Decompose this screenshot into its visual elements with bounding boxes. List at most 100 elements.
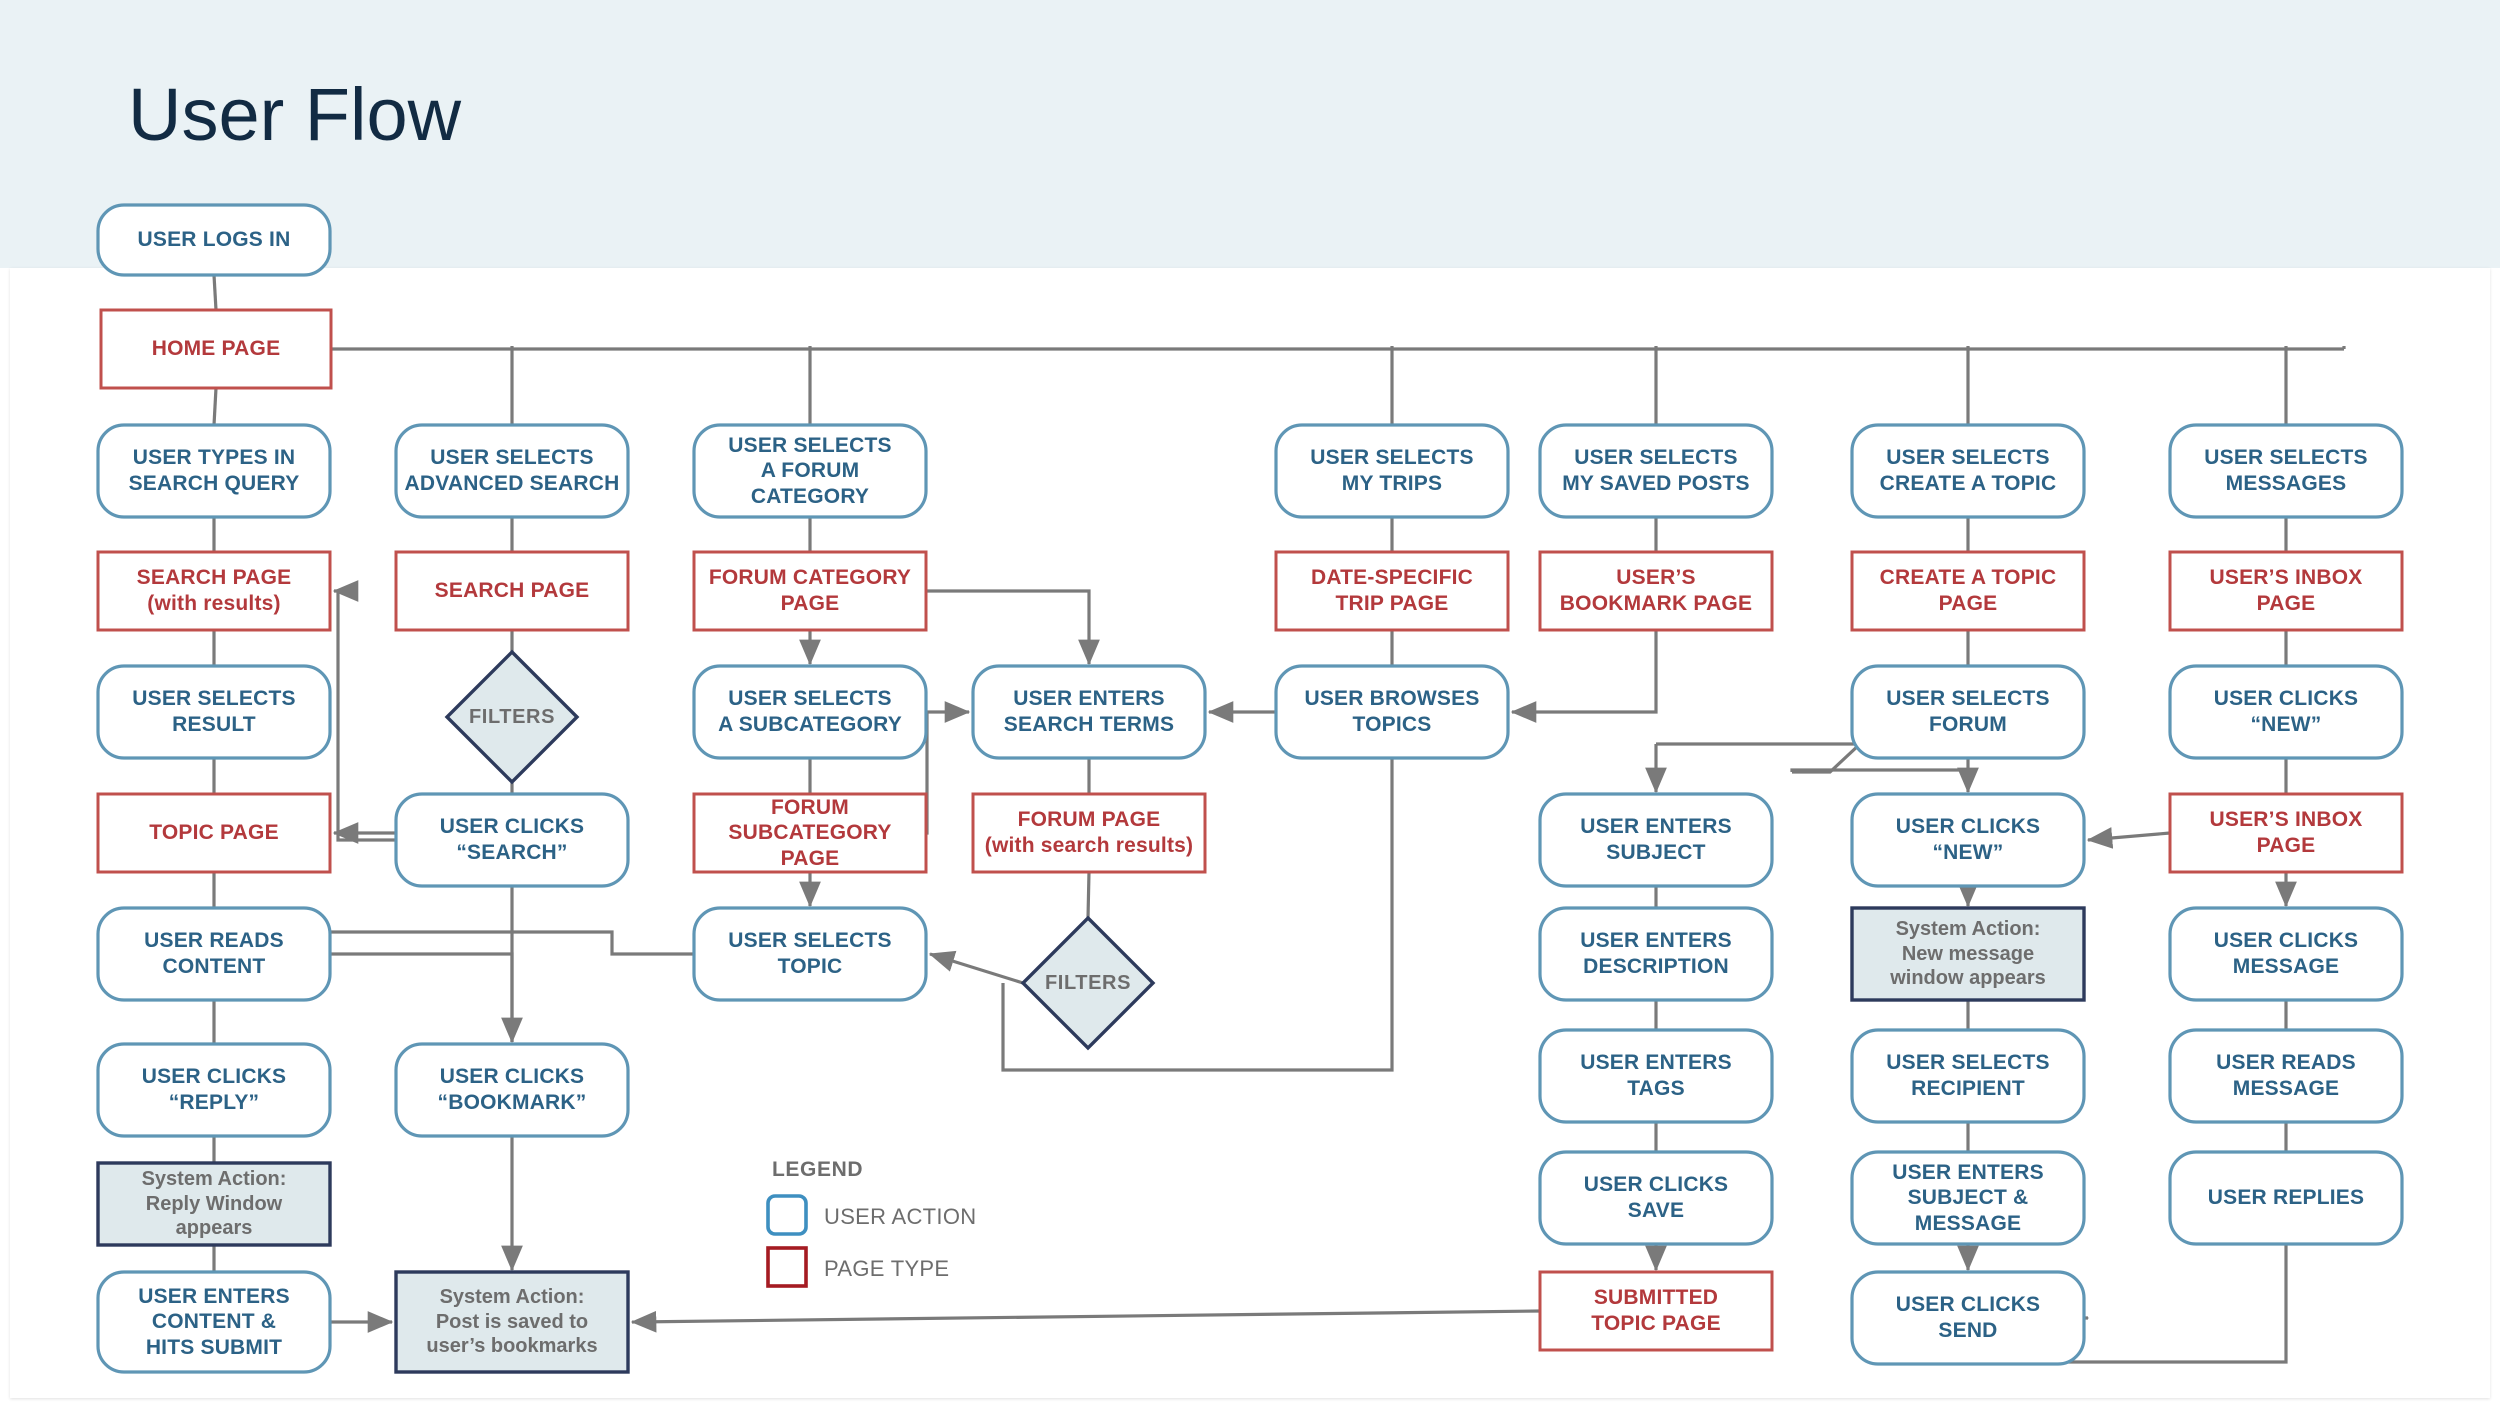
connector	[926, 712, 969, 833]
node-label: FORUM CATEGORYPAGE	[709, 565, 911, 616]
node-label: USER ENTERSDESCRIPTION	[1580, 928, 1732, 979]
node-n11[interactable]: USER SELECTSADVANCED SEARCH	[396, 425, 628, 517]
node-n36[interactable]: CREATE A TOPICPAGE	[1852, 552, 2084, 630]
node-n8[interactable]: USER CLICKS“REPLY”	[98, 1044, 330, 1136]
node-n10[interactable]: USER ENTERSCONTENT &HITS SUBMIT	[98, 1272, 330, 1372]
node-n19[interactable]: USER SELECTSA SUBCATEGORY	[694, 666, 926, 758]
node-n12[interactable]: SEARCH PAGE	[396, 552, 628, 630]
node-n22[interactable]: USER ENTERSSEARCH TERMS	[973, 666, 1205, 758]
node-label: DATE-SPECIFICTRIP PAGE	[1311, 565, 1473, 616]
legend-label-user-action: USER ACTION	[824, 1204, 976, 1230]
node-label: USER SELECTSRECIPIENT	[1886, 1050, 2049, 1101]
node-label: USER SELECTSA FORUM CATEGORY	[702, 433, 918, 510]
legend-label-page-type: PAGE TYPE	[824, 1256, 949, 1282]
node-n48[interactable]: USER READSMESSAGE	[2170, 1030, 2402, 1122]
node-n7[interactable]: USER READSCONTENT	[98, 908, 330, 1000]
connector	[1088, 872, 1089, 918]
connector	[330, 954, 512, 1042]
node-n47[interactable]: USER CLICKSMESSAGE	[2170, 908, 2402, 1000]
node-n9[interactable]: System Action:Reply Window appears	[98, 1163, 330, 1245]
node-label: FILTERS	[1045, 971, 1131, 995]
connector	[632, 1311, 1540, 1322]
node-n26[interactable]: DATE-SPECIFICTRIP PAGE	[1276, 552, 1508, 630]
node-label: USER ENTERSTAGS	[1580, 1050, 1732, 1101]
node-n38[interactable]: USER CLICKS“NEW”	[1852, 794, 2084, 886]
node-label: HOME PAGE	[152, 336, 281, 362]
node-label: USER SELECTSCREATE A TOPIC	[1880, 445, 2057, 496]
node-n43[interactable]: USER SELECTSMESSAGES	[2170, 425, 2402, 517]
node-n31[interactable]: USER ENTERSDESCRIPTION	[1540, 908, 1772, 1000]
node-label: USER’SBOOKMARK PAGE	[1560, 565, 1752, 616]
node-label: USER CLICKS“SEARCH”	[440, 814, 585, 865]
node-label: FILTERS	[469, 705, 555, 729]
node-n34[interactable]: SUBMITTEDTOPIC PAGE	[1540, 1272, 1772, 1350]
node-label: USER ENTERSCONTENT &HITS SUBMIT	[138, 1284, 290, 1361]
node-n25[interactable]: USER SELECTSMY TRIPS	[1276, 425, 1508, 517]
node-label: USER READSCONTENT	[144, 928, 284, 979]
connector	[334, 591, 396, 840]
node-label: USER’S INBOX PAGE	[2178, 565, 2394, 616]
node-n24[interactable]: FILTERS	[1023, 918, 1153, 1048]
node-n18[interactable]: FORUM CATEGORYPAGE	[694, 552, 926, 630]
node-label: USER ENTERSSUBJECT	[1580, 814, 1732, 865]
node-n28[interactable]: USER SELECTSMY SAVED POSTS	[1540, 425, 1772, 517]
node-label: USER REPLIES	[2208, 1185, 2364, 1211]
node-n49[interactable]: USER REPLIES	[2170, 1152, 2402, 1244]
node-n33[interactable]: USER CLICKSSAVE	[1540, 1152, 1772, 1244]
node-n35[interactable]: USER SELECTSCREATE A TOPIC	[1852, 425, 2084, 517]
node-n40[interactable]: USER SELECTSRECIPIENT	[1852, 1030, 2084, 1122]
node-label: USER SELECTSADVANCED SEARCH	[405, 445, 620, 496]
node-label: FORUMSUBCATEGORY PAGE	[702, 795, 918, 872]
node-label: System Action:Post is saved touser’s boo…	[426, 1285, 597, 1358]
node-n45[interactable]: USER CLICKS“NEW”	[2170, 666, 2402, 758]
node-n29[interactable]: USER’SBOOKMARK PAGE	[1540, 552, 1772, 630]
node-n13[interactable]: FILTERS	[447, 652, 577, 782]
node-n14[interactable]: USER CLICKS“SEARCH”	[396, 794, 628, 886]
node-label: SEARCH PAGE(with results)	[137, 565, 292, 616]
connector	[1656, 744, 1860, 772]
node-n32[interactable]: USER ENTERSTAGS	[1540, 1030, 1772, 1122]
node-n4[interactable]: SEARCH PAGE(with results)	[98, 552, 330, 630]
node-n30[interactable]: USER ENTERSSUBJECT	[1540, 794, 1772, 886]
node-n1[interactable]: USER LOGS IN	[98, 205, 330, 275]
node-label: USER SELECTSTOPIC	[728, 928, 891, 979]
node-n21[interactable]: USER SELECTSTOPIC	[694, 908, 926, 1000]
node-n41[interactable]: USER ENTERSSUBJECT & MESSAGE	[1852, 1152, 2084, 1244]
node-n20[interactable]: FORUMSUBCATEGORY PAGE	[694, 794, 926, 872]
node-n44[interactable]: USER’S INBOX PAGE	[2170, 552, 2402, 630]
connector	[926, 591, 1089, 664]
node-n42[interactable]: USER CLICKSSEND	[1852, 1272, 2084, 1364]
node-label: USER SELECTSA SUBCATEGORY	[718, 686, 902, 737]
node-label: SUBMITTEDTOPIC PAGE	[1591, 1285, 1721, 1336]
node-n37[interactable]: USER SELECTSFORUM	[1852, 666, 2084, 758]
node-n27[interactable]: USER BROWSESTOPICS	[1276, 666, 1508, 758]
node-n17[interactable]: USER SELECTSA FORUM CATEGORY	[694, 425, 926, 517]
node-label: USER CLICKSSAVE	[1584, 1172, 1729, 1223]
node-label: USER ENTERSSEARCH TERMS	[1004, 686, 1174, 737]
node-label: TOPIC PAGE	[149, 820, 279, 846]
connector	[1512, 630, 1656, 712]
node-n46[interactable]: USER’S INBOX PAGE	[2170, 794, 2402, 872]
node-n6[interactable]: TOPIC PAGE	[98, 794, 330, 872]
node-n5[interactable]: USER SELECTSRESULT	[98, 666, 330, 758]
node-n39[interactable]: System Action:New messagewindow appears	[1852, 908, 2084, 1000]
node-n3[interactable]: USER TYPES INSEARCH QUERY	[98, 425, 330, 517]
node-label: USER SELECTSFORUM	[1886, 686, 2049, 737]
node-label: USER SELECTSMY TRIPS	[1310, 445, 1473, 496]
connector	[214, 388, 216, 425]
node-label: USER SELECTSMESSAGES	[2204, 445, 2367, 496]
node-n23[interactable]: FORUM PAGE(with search results)	[973, 794, 1205, 872]
node-label: USER CLICKS“BOOKMARK”	[438, 1064, 587, 1115]
node-label: USER READSMESSAGE	[2216, 1050, 2356, 1101]
node-n16[interactable]: System Action:Post is saved touser’s boo…	[396, 1272, 628, 1372]
node-label: USER SELECTSMY SAVED POSTS	[1562, 445, 1750, 496]
node-n15[interactable]: USER CLICKS“BOOKMARK”	[396, 1044, 628, 1136]
node-label: USER CLICKSMESSAGE	[2214, 928, 2359, 979]
node-label: USER CLICKSSEND	[1896, 1292, 2041, 1343]
legend-title: LEGEND	[772, 1158, 863, 1182]
node-label: USER TYPES INSEARCH QUERY	[129, 445, 300, 496]
node-n2[interactable]: HOME PAGE	[101, 310, 331, 388]
node-label: USER’S INBOX PAGE	[2178, 807, 2394, 858]
